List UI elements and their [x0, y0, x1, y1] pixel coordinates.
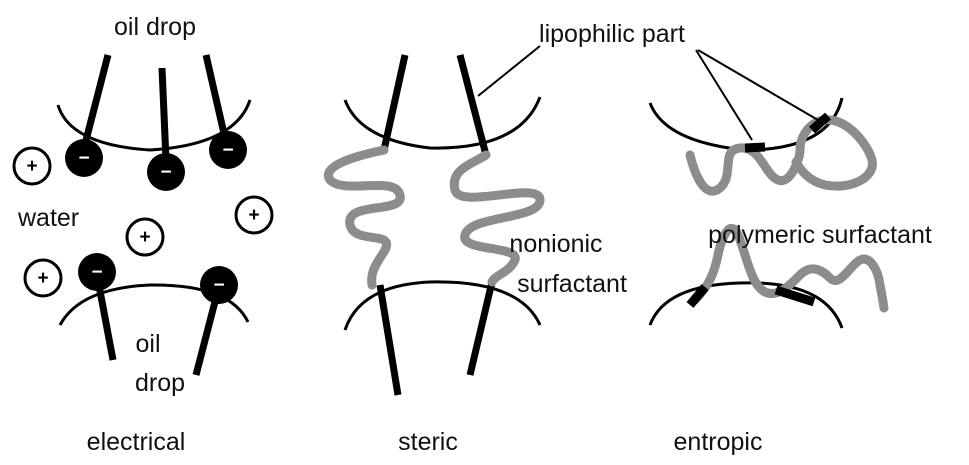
anion-head: − — [78, 253, 116, 291]
anion-head: − — [200, 266, 238, 304]
cation: + — [127, 219, 163, 255]
cation: + — [25, 260, 61, 296]
lipophilic-tail — [460, 55, 486, 155]
nonionic-chain — [328, 150, 400, 285]
bottom-oil-drop-interface — [345, 282, 540, 330]
steric-panel: nonionic surfactant steric — [328, 46, 627, 456]
surfactant-tail — [206, 55, 225, 138]
oil-drop-bottom-label-line1: oil — [135, 330, 160, 358]
surfactant-tail — [162, 68, 166, 160]
nonionic-surfactant-label-line2: surfactant — [517, 270, 627, 298]
steric-caption: steric — [398, 428, 458, 456]
lipophilic-tail — [470, 282, 492, 375]
oil-drop-bottom-label-line2: drop — [135, 369, 185, 397]
cation: + — [236, 197, 272, 233]
water-label: water — [17, 204, 79, 232]
surfactant-tail — [84, 55, 108, 148]
svg-text:−: − — [213, 275, 224, 296]
anion-head: − — [147, 153, 185, 191]
lipophilic-tail — [380, 285, 398, 395]
polymeric-surfactant-label: polymeric surfactant — [708, 221, 932, 249]
bottom-oil-drop-interface — [650, 283, 842, 328]
svg-text:−: − — [91, 262, 102, 283]
lipophilic-tail — [384, 55, 405, 150]
svg-text:+: + — [248, 205, 259, 226]
nonionic-surfactant-label-line1: nonionic — [509, 230, 602, 258]
electrical-caption: electrical — [87, 428, 186, 456]
cation: + — [14, 148, 50, 184]
lipophilic-leader — [478, 46, 540, 96]
lipophilic-anchor — [745, 147, 765, 148]
electrical-panel: − − − − − + + + — [14, 13, 272, 456]
entropic-panel: polymeric surfactant entropic — [650, 50, 932, 456]
svg-text:+: + — [139, 227, 150, 248]
anion-head: − — [65, 139, 103, 177]
polymeric-chain — [690, 120, 872, 191]
lipophilic-leader — [696, 50, 752, 140]
svg-text:−: − — [222, 140, 233, 161]
anion-head: − — [209, 131, 247, 169]
svg-text:+: + — [37, 268, 48, 289]
lipophilic-part-label: lipophilic part — [539, 20, 685, 48]
oil-drop-top-label: oil drop — [114, 13, 196, 41]
nonionic-chain — [454, 155, 540, 282]
entropic-caption: entropic — [674, 428, 763, 456]
svg-text:+: + — [26, 156, 37, 177]
lipophilic-leader — [698, 50, 818, 120]
svg-text:−: − — [160, 162, 171, 183]
svg-text:−: − — [78, 148, 89, 169]
top-oil-drop-interface — [345, 97, 540, 148]
